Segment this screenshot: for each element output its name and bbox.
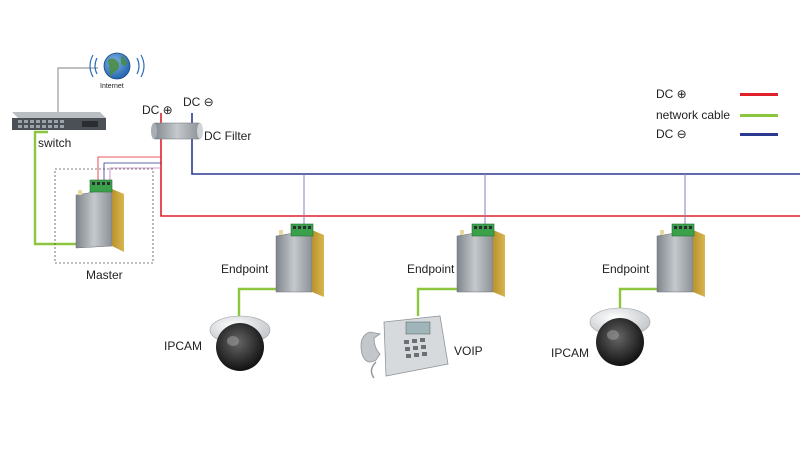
master-feed-wire — [97, 156, 161, 182]
master-enclosure — [54, 168, 154, 264]
legend-label-dc-minus: DC ⊖ — [656, 127, 687, 141]
master-device-icon — [75, 179, 124, 252]
internet-cable — [57, 67, 98, 112]
internet-icon — [89, 52, 145, 80]
legend-label-network-cable: network cable — [656, 108, 731, 122]
dc-filter-icon — [151, 122, 203, 140]
legend-swatch-dc-plus — [740, 93, 778, 96]
endpoint-2-device-icon — [456, 223, 505, 297]
switch-label: switch — [38, 136, 72, 150]
ipcam-1-label: IPCAM — [164, 339, 203, 353]
dc-minus-label: DC ⊖ — [183, 95, 214, 109]
endpoint-1-device-icon — [275, 223, 324, 297]
legend-label-dc-plus: DC ⊕ — [656, 87, 687, 101]
master-feed-wire-3 — [109, 167, 161, 182]
endpoint-3-label: Endpoint — [602, 262, 650, 276]
dc-plus-label: DC ⊕ — [142, 103, 173, 117]
voip-label: VOIP — [454, 344, 483, 358]
legend-swatch-dc-minus — [740, 133, 778, 136]
voip-phone-icon — [360, 315, 449, 379]
master-feed-wire-2 — [103, 162, 161, 182]
ipcam-2-label: IPCAM — [551, 346, 590, 360]
endpoint-3-device-icon — [656, 223, 705, 297]
dc-plus-bus — [160, 113, 800, 217]
master-label: Master — [86, 268, 123, 282]
endpoint-1-label: Endpoint — [221, 262, 269, 276]
legend-swatch-network-cable — [740, 114, 778, 117]
ipcam-1-icon — [209, 315, 271, 371]
voip-cable — [416, 287, 500, 316]
dc-filter-label: DC Filter — [204, 129, 252, 143]
ipcam-1-cable — [237, 287, 320, 318]
endpoint-2-label: Endpoint — [407, 262, 455, 276]
master-network-cable — [33, 130, 112, 246]
internet-label: Internet — [100, 83, 124, 90]
dc-minus-bus — [191, 113, 800, 175]
switch-device-icon — [12, 112, 106, 130]
ipcam-2-icon — [589, 307, 651, 366]
